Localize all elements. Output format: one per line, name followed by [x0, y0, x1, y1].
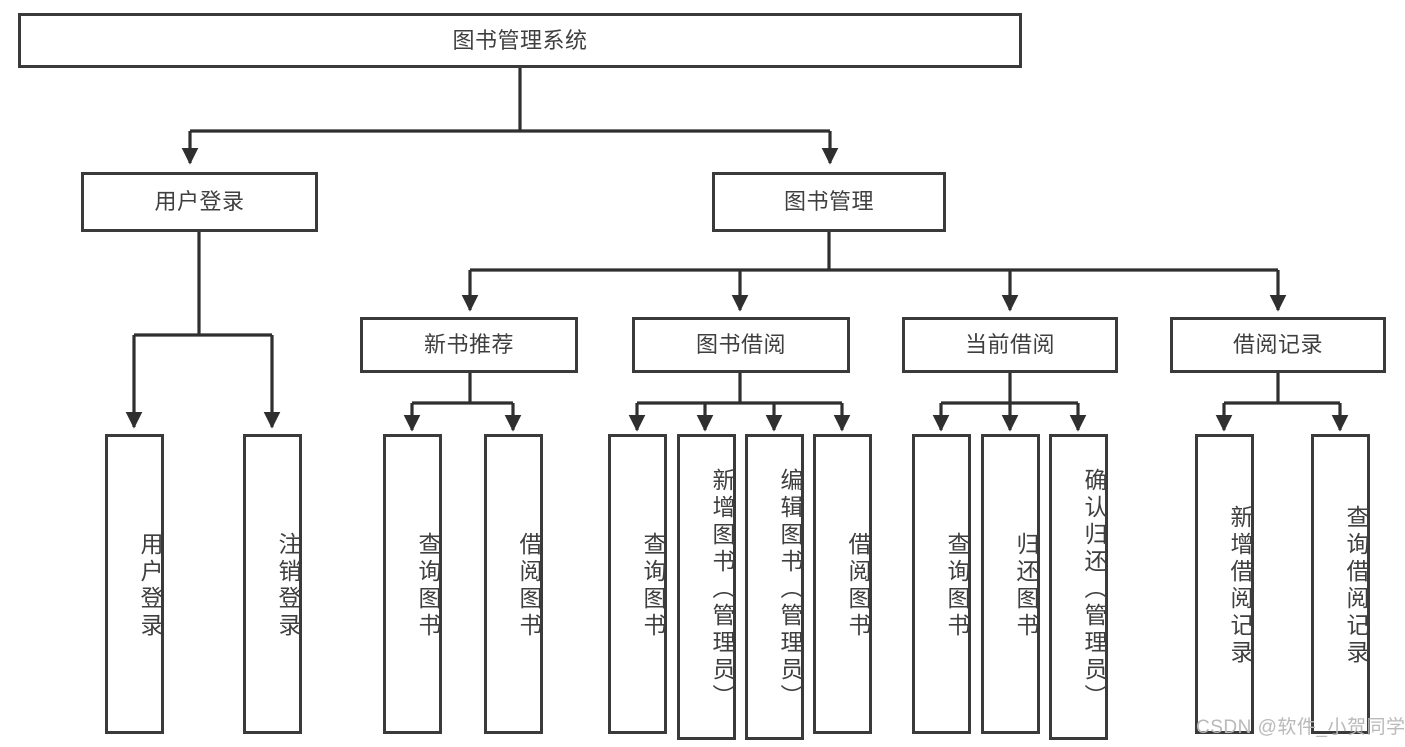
node-label: 借阅记录 [1232, 332, 1323, 358]
leaf-user-logout[interactable]: 注销登录 [243, 434, 302, 734]
leaf-add-book-admin[interactable]: 新增图书（管理员） [677, 434, 736, 740]
node-label: 借阅图书 [845, 532, 871, 640]
leaf-borrow-book[interactable]: 借阅图书 [813, 434, 872, 734]
node-label: 图书管理系统 [452, 27, 588, 53]
node-new-book-recommend[interactable]: 新书推荐 [360, 317, 578, 373]
leaf-borrow-book-recommend[interactable]: 借阅图书 [484, 434, 543, 734]
leaf-query-borrow-record[interactable]: 查询借阅记录 [1311, 434, 1370, 734]
node-current-borrow[interactable]: 当前借阅 [902, 317, 1118, 373]
leaf-query-book-borrow[interactable]: 查询图书 [608, 434, 667, 734]
node-label: 查询图书 [640, 532, 666, 640]
node-book-management[interactable]: 图书管理 [712, 172, 946, 232]
node-root-book-management-system[interactable]: 图书管理系统 [18, 13, 1022, 68]
leaf-return-book[interactable]: 归还图书 [981, 434, 1040, 734]
node-user-login[interactable]: 用户登录 [81, 172, 318, 232]
node-label: 用户登录 [154, 189, 245, 215]
node-label: 归还图书 [1013, 532, 1039, 640]
node-label: 用户登录 [137, 532, 163, 640]
leaf-query-book-recommend[interactable]: 查询图书 [383, 434, 442, 734]
leaf-add-borrow-record[interactable]: 新增借阅记录 [1195, 434, 1254, 734]
node-label: 查询图书 [415, 532, 441, 640]
node-label: 图书管理 [783, 189, 874, 215]
leaf-query-book-current[interactable]: 查询图书 [912, 434, 971, 734]
node-label: 借阅图书 [516, 532, 542, 640]
node-book-borrow[interactable]: 图书借阅 [632, 317, 850, 373]
node-label: 查询图书 [944, 532, 970, 640]
leaf-user-login[interactable]: 用户登录 [105, 434, 164, 734]
node-label: 编辑图书（管理员） [777, 467, 803, 711]
leaf-edit-book-admin[interactable]: 编辑图书（管理员） [745, 434, 804, 740]
node-label: 新书推荐 [423, 332, 514, 358]
node-label: 注销登录 [275, 532, 301, 640]
leaf-confirm-return-admin[interactable]: 确认归还（管理员） [1049, 434, 1108, 740]
node-label: 确认归还（管理员） [1081, 467, 1107, 711]
node-label: 新增图书（管理员） [709, 467, 735, 711]
node-label: 当前借阅 [964, 332, 1055, 358]
node-label: 图书借阅 [695, 332, 786, 358]
node-label: 查询借阅记录 [1343, 505, 1369, 667]
node-borrow-records[interactable]: 借阅记录 [1170, 317, 1386, 373]
node-label: 新增借阅记录 [1227, 505, 1253, 667]
